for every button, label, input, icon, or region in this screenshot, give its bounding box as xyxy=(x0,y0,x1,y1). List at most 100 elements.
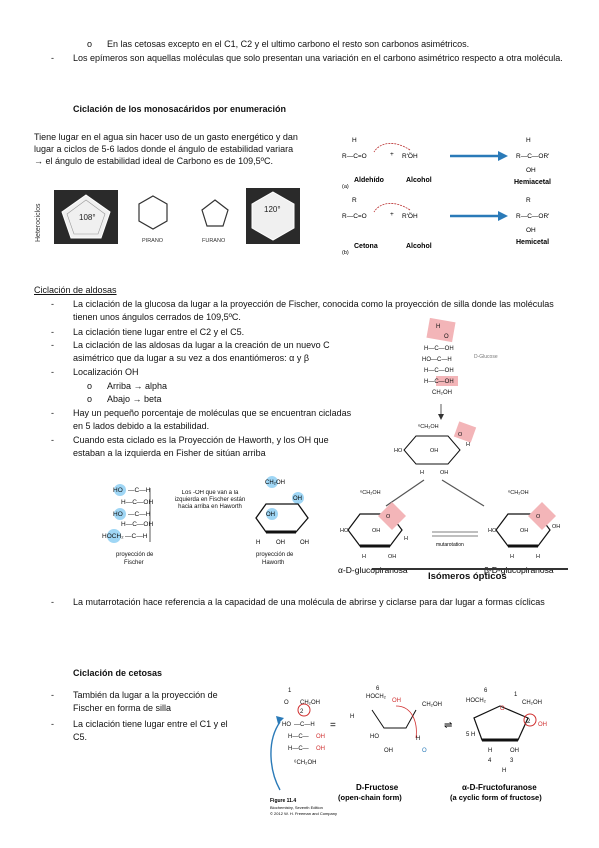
svg-text:OH: OH xyxy=(276,540,285,546)
svg-text:HOCH₂: HOCH₂ xyxy=(366,694,387,700)
svg-text:⁶CH₂OH: ⁶CH₂OH xyxy=(360,489,381,496)
svg-text:H—C—OH: H—C—OH xyxy=(424,379,454,385)
svg-text:H: H xyxy=(536,554,540,560)
aldosas-item-3-text: La ciclación de las aldosas da lugar a l… xyxy=(73,340,330,363)
ciclacion-paragraph: Tiene lugar en el agua sin hacer uso de … xyxy=(34,132,298,167)
svg-text:H: H xyxy=(420,470,424,476)
svg-text:R'ÖH: R'ÖH xyxy=(402,212,418,220)
svg-text:CH₂OH: CH₂OH xyxy=(432,390,452,396)
cetosas-item-2-text: La ciclación tiene lugar entre el C1 y e… xyxy=(73,719,228,742)
label-b: (b) xyxy=(342,250,349,256)
svg-text:O: O xyxy=(536,514,541,520)
cetosas-item-2: La ciclación tiene lugar entre el C1 y e… xyxy=(51,718,233,743)
svg-text:R: R xyxy=(526,197,531,204)
hemicetal-label: Hemicetal xyxy=(516,239,549,246)
svg-text:OH: OH xyxy=(526,227,536,234)
svg-text:OH: OH xyxy=(526,167,536,174)
sub-item-abajo: Abajo → beta xyxy=(87,393,307,406)
svg-text:OH: OH xyxy=(510,748,519,754)
svg-text:CH₂OH: CH₂OH xyxy=(422,702,442,708)
fischer-caption: proyección de xyxy=(116,552,154,558)
isomeros-divider xyxy=(372,568,568,570)
alcohol1-label: Alcohol xyxy=(406,177,432,184)
svg-text:+: + xyxy=(390,211,394,218)
aldosas-item-5-text: Hay un pequeño porcentaje de moléculas q… xyxy=(73,408,352,431)
svg-text:H: H xyxy=(466,442,470,448)
mutarrotacion-text: La mutarrotación hace referencia a la ca… xyxy=(73,597,545,607)
svg-text:3: 3 xyxy=(510,758,514,764)
svg-text:H—C—: H—C— xyxy=(288,746,309,752)
alcohol2-label: Alcohol xyxy=(406,243,432,250)
svg-text:H—C—: H—C— xyxy=(288,734,309,740)
aldosas-item-2-text: La ciclación tiene lugar entre el C2 y e… xyxy=(73,327,245,337)
furanose-sub-label: (a cyclic form of fructose) xyxy=(450,793,542,802)
svg-text:5 H: 5 H xyxy=(466,732,475,738)
svg-text:H: H xyxy=(362,554,366,560)
svg-text:OH: OH xyxy=(552,524,560,530)
cetosas-item-1: También da lugar a la proyección de Fisc… xyxy=(51,689,233,714)
angle-108-label: 108° xyxy=(79,213,96,222)
heading-ciclacion-aldosas: Ciclación de aldosas xyxy=(34,285,117,295)
svg-text:Fischer: Fischer xyxy=(124,560,144,566)
svg-text:⇌: ⇌ xyxy=(444,720,452,731)
furanose-label: α-D-Fructofuranose xyxy=(462,783,537,792)
svg-text:OH: OH xyxy=(520,528,528,534)
aldosas-item-3: La ciclación de las aldosas da lugar a l… xyxy=(51,339,353,364)
figure-number-label: Figure 11.4 xyxy=(270,798,296,804)
cetona-label: Cetona xyxy=(354,243,378,250)
svg-text:O: O xyxy=(386,514,391,520)
svg-text:—C—H: —C—H xyxy=(128,487,151,494)
hemiacetal-label: Hemiacetal xyxy=(514,179,551,186)
fischer-haworth-note: Los -OH que van a la izquierda en Fische… xyxy=(174,490,246,510)
pirano-label: PIRANO xyxy=(142,238,164,244)
aldosas-item-2: La ciclación tiene lugar entre el C2 y e… xyxy=(51,326,353,339)
sub-item-arriba-text: Arriba → alpha xyxy=(107,381,168,391)
heading-ciclacion-enumeracion: Ciclación de los monosacáridos por enume… xyxy=(73,104,287,114)
svg-text:1: 1 xyxy=(514,692,518,698)
mutarotation-label: mutarotation xyxy=(436,542,464,548)
svg-text:R—C—OR': R—C—OR' xyxy=(516,153,549,160)
aldosas-item-6: Cuando esta ciclado es la Proyección de … xyxy=(51,434,353,459)
svg-text:R—C=O: R—C=O xyxy=(342,153,367,160)
svg-text:4: 4 xyxy=(488,758,492,764)
sub-bullet-cetosas: En las cetosas excepto en el C1, C2 y el… xyxy=(87,39,469,50)
fischer-haworth-figure: HO—C—H H—C—OH HO—C—H H—C—OH HOCH₂—C—H pr… xyxy=(102,476,309,566)
svg-text:CH₂OH: CH₂OH xyxy=(522,700,542,706)
aldosas-item-5: Hay un pequeño porcentaje de moléculas q… xyxy=(51,407,353,432)
svg-text:O: O xyxy=(422,748,427,754)
angle-120-label: 120° xyxy=(264,205,281,214)
fructose-label: D-Fructose xyxy=(356,783,399,792)
svg-text:6: 6 xyxy=(376,686,380,692)
aldosas-item-1: La ciclación de la glucosa da lugar a la… xyxy=(51,298,563,323)
svg-text:HO: HO xyxy=(488,528,497,534)
fructose-sub-label: (open-chain form) xyxy=(338,793,402,802)
svg-text:OH: OH xyxy=(384,748,393,754)
svg-text:2: 2 xyxy=(527,719,531,725)
svg-text:HO: HO xyxy=(113,511,123,518)
svg-text:H: H xyxy=(526,137,531,144)
svg-text:H—C—OH: H—C—OH xyxy=(121,521,153,528)
svg-text:HOCH₂: HOCH₂ xyxy=(102,533,124,540)
d-glucose-label: D-Glucose xyxy=(474,354,498,360)
svg-text:OH: OH xyxy=(372,528,380,534)
figure-book-label: Biochemistry, Seventh Edition xyxy=(270,805,323,810)
furano-label: FURANO xyxy=(202,238,226,244)
svg-text:O: O xyxy=(444,334,449,340)
svg-text:⁶CH₂OH: ⁶CH₂OH xyxy=(508,489,529,496)
sub-item-arriba: Arriba → alpha xyxy=(87,380,307,393)
svg-text:+: + xyxy=(390,151,394,158)
svg-text:OH: OH xyxy=(293,496,302,502)
svg-text:H: H xyxy=(256,540,260,546)
svg-text:H: H xyxy=(352,137,357,144)
svg-text:CH₂OH: CH₂OH xyxy=(265,480,285,486)
svg-text:2: 2 xyxy=(300,709,304,715)
cetosas-item-1-text: También da lugar a la proyección de Fisc… xyxy=(73,690,218,713)
aldosas-item-4: Localización OH xyxy=(51,366,353,379)
glucose-cyclization-figure: HO H—C—OH HO—C—H H—C—OH H—C—OH CH₂OH D-G… xyxy=(338,318,560,575)
svg-text:H: H xyxy=(436,324,440,330)
aldosas-item-1-text: La ciclación de la glucosa da lugar a la… xyxy=(73,299,554,322)
svg-text:⁶CH₂OH: ⁶CH₂OH xyxy=(418,423,439,430)
isomeros-opticos-label: Isómeros ópticos xyxy=(428,571,507,582)
heterociclos-vertical-label: Heterociclos xyxy=(35,203,42,242)
